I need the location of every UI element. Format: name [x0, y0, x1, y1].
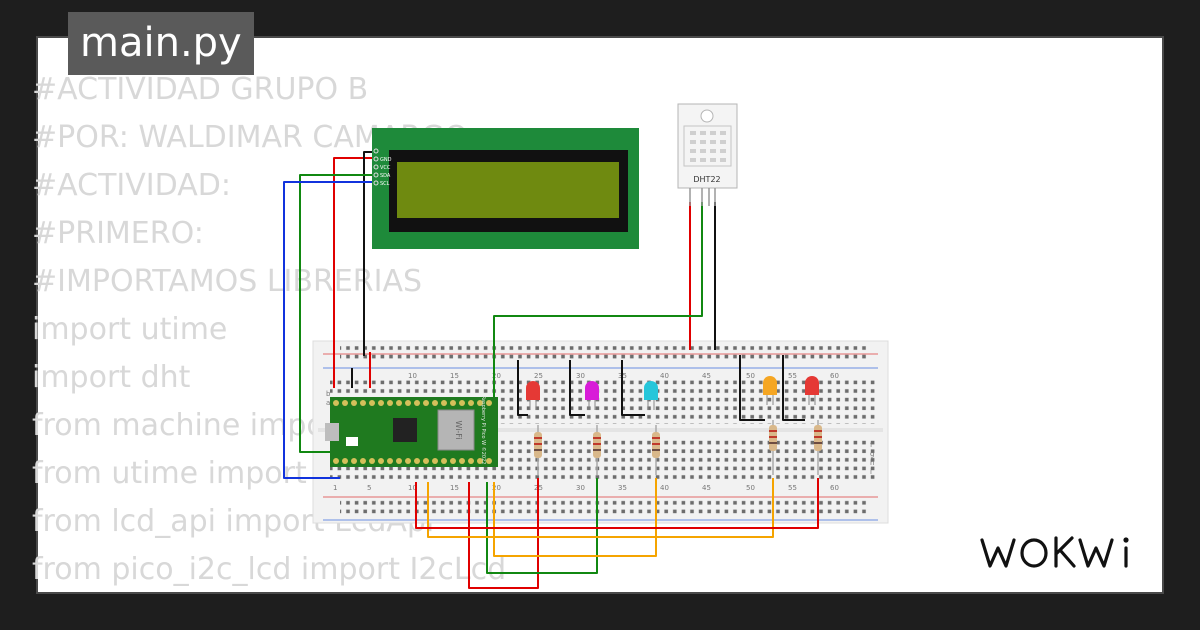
column-number: 10: [408, 372, 417, 380]
column-number: 1: [333, 484, 337, 492]
lcd-display[interactable]: GND VCC SDA SCL: [372, 128, 639, 249]
resistor[interactable]: [534, 425, 542, 475]
column-number: 50: [746, 372, 755, 380]
column-number: 45: [702, 484, 711, 492]
column-number: 55: [788, 484, 797, 492]
column-number: 20: [492, 484, 501, 492]
column-number: 35: [618, 484, 627, 492]
lcd-pin-label: SCL: [380, 181, 390, 187]
column-number: 40: [660, 372, 669, 380]
column-number: 40: [660, 484, 669, 492]
file-tab[interactable]: main.py: [68, 12, 254, 75]
column-number: 60: [830, 484, 839, 492]
pico-label: Raspberry Pi Pico W ©2022: [480, 396, 487, 465]
lcd-pin-label: SDA: [380, 173, 391, 179]
wire-gnd: [363, 151, 372, 356]
wire-sda: [299, 174, 372, 453]
column-number: 15: [450, 372, 459, 380]
resistor[interactable]: [652, 425, 660, 475]
column-number: 5: [367, 484, 371, 492]
pico-w-board[interactable]: Wi-Fi Raspberry Pi Pico W ©2022: [325, 396, 498, 467]
row-letter: a: [326, 399, 330, 407]
column-number: 30: [576, 372, 585, 380]
row-letter: g: [870, 450, 874, 458]
column-number: 60: [830, 372, 839, 380]
column-number: 25: [534, 372, 543, 380]
dht22-sensor[interactable]: DHT22: [677, 103, 738, 206]
code-line: import dht: [32, 360, 191, 395]
resistor[interactable]: [769, 420, 777, 475]
code-line: #IMPORTAMOS LIBRERIAS: [32, 264, 423, 299]
lcd-pin-label: GND: [380, 157, 392, 163]
wokwi-logo: [980, 536, 1129, 568]
breadboard-labels: 10 15 20 25 30 35 40 45 50 55 60 1 5 10 …: [326, 372, 874, 492]
sensor-label: DHT22: [693, 175, 720, 184]
led-red[interactable]: [526, 381, 540, 410]
wires: [283, 151, 819, 589]
code-line: #ACTIVIDAD:: [32, 168, 231, 203]
row-letter: f: [870, 441, 873, 449]
wifi-label: Wi-Fi: [454, 420, 463, 439]
wire-sensor-data: [493, 202, 703, 405]
leds: [526, 376, 819, 410]
column-number: 45: [702, 372, 711, 380]
column-number: 10: [408, 484, 417, 492]
wire-vcc: [333, 157, 372, 388]
lcd-pin-label: VCC: [380, 165, 391, 171]
row-letter: i: [870, 468, 872, 476]
code-line: #ACTIVIDAD GRUPO B: [32, 72, 369, 107]
column-number: 30: [576, 484, 585, 492]
resistor[interactable]: [593, 425, 601, 475]
code-line: import utime: [32, 312, 228, 347]
column-number: 20: [492, 372, 501, 380]
row-letter: h: [870, 459, 874, 467]
code-line: from pico_i2c_lcd import I2cLcd: [32, 552, 507, 587]
code-line: #POR: WALDIMAR CAMARGO: [32, 120, 468, 155]
led-orange[interactable]: [763, 376, 777, 405]
led-red[interactable]: [805, 376, 819, 405]
column-number: 50: [746, 484, 755, 492]
column-number: 55: [788, 372, 797, 380]
wire-scl: [283, 181, 372, 479]
resistor[interactable]: [814, 420, 822, 475]
code-line: #PRIMERO:: [32, 216, 204, 251]
led-cyan[interactable]: [644, 381, 658, 410]
resistors: [534, 420, 822, 475]
row-letter: b: [326, 390, 331, 398]
led-magenta[interactable]: [585, 381, 599, 410]
column-number: 15: [450, 484, 459, 492]
